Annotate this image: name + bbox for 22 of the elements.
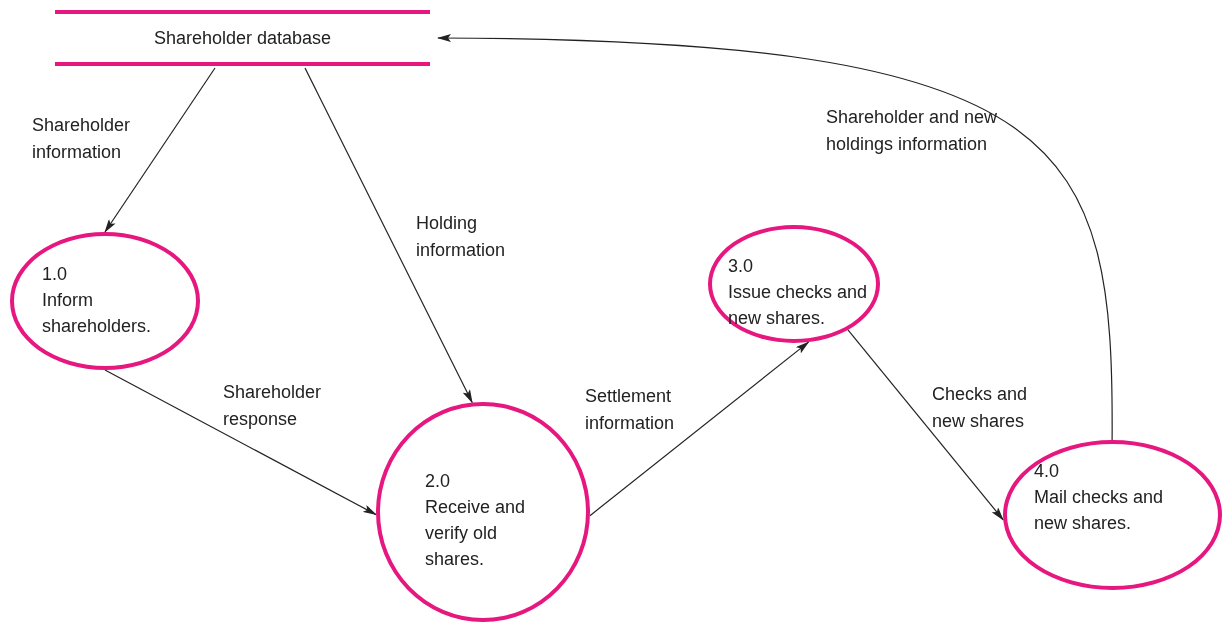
process-number: 4.0: [1034, 460, 1061, 483]
process-label: Receive and verify old shares.: [425, 496, 527, 571]
process-label: Issue checks and new shares.: [728, 281, 869, 330]
process-number: 3.0: [728, 255, 755, 278]
process-label: Inform shareholders.: [42, 289, 153, 338]
edge-label: Shareholder and new holdings information: [826, 106, 999, 156]
process-number: 1.0: [42, 263, 69, 286]
arrow: [104, 67, 216, 233]
edge-label: Checks and new shares: [932, 383, 1029, 433]
edge-label: Shareholder response: [223, 381, 323, 431]
arrow: [304, 67, 473, 404]
process-number: 2.0: [425, 470, 452, 493]
arrow: [589, 341, 810, 517]
store-label: Shareholder database: [153, 27, 332, 50]
edge-label: Settlement information: [585, 385, 676, 435]
arrow: [104, 369, 377, 516]
arrow: [847, 329, 1004, 521]
edge-label: Shareholder information: [32, 114, 132, 164]
process-label: Mail checks and new shares.: [1034, 486, 1165, 535]
arrow: [437, 34, 1113, 441]
data-store: [55, 10, 430, 66]
edge-label: Holding information: [416, 212, 507, 262]
